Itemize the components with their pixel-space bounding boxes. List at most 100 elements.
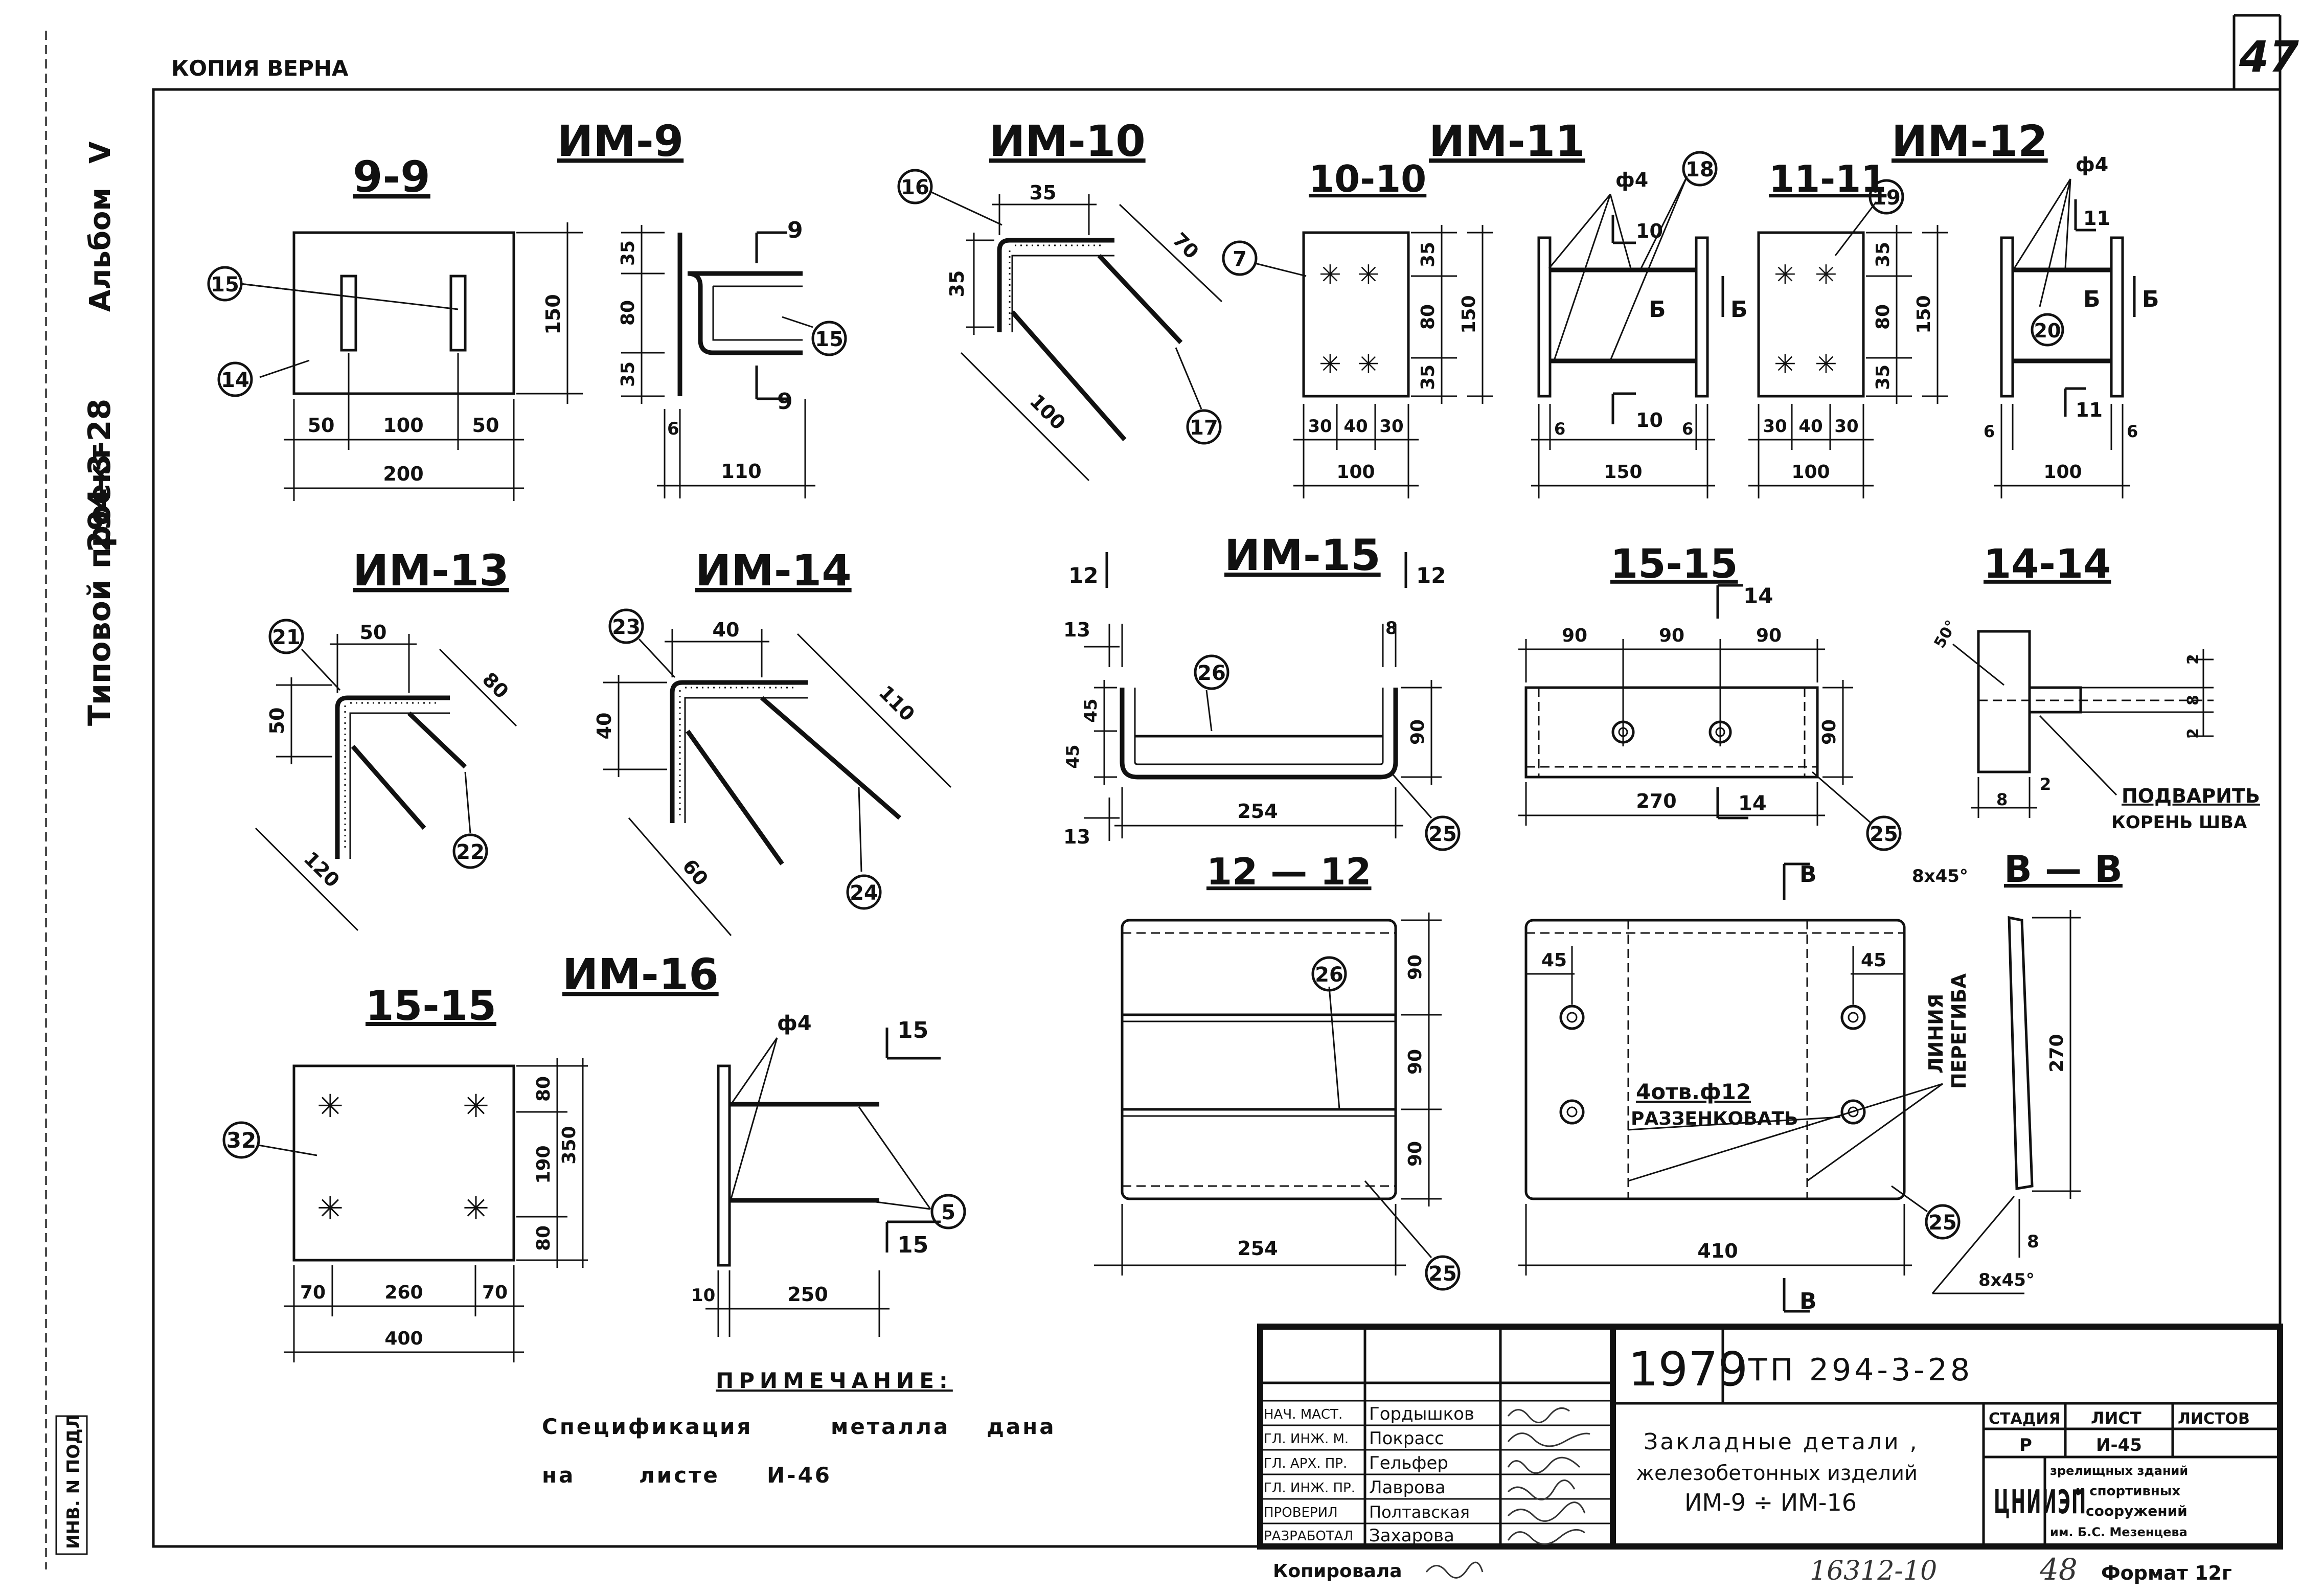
footer-copier-signature [1425, 1561, 1484, 1579]
im12-dim-100-h: 100 [2043, 462, 2082, 483]
sec1414-weld-note-2: КОРЕНЬ ШВА [2111, 812, 2247, 833]
im11-dim-10: 10 [1636, 220, 1663, 242]
im12-weld-mark-3: ✳ [1774, 349, 1796, 380]
footer-copied-label: Копировала [1273, 1561, 1402, 1582]
im11-dim-150-v: 150 [1459, 295, 1479, 333]
secbb-holes-note-2: РАЗЗЕНКОВАТЬ [1631, 1108, 1798, 1129]
im16-dim-70b: 70 [482, 1282, 508, 1303]
secbb-dim-45a: 45 [1541, 950, 1567, 971]
tb-role-3: ГЛ. АРХ. ПР. [1264, 1456, 1347, 1471]
drawing-im13: ИМ-13 21 22 50 50 80 120 [255, 545, 517, 931]
sec1515-cut-mark-bottom: 14 [1738, 792, 1767, 815]
note-line1-b: металла [831, 1414, 950, 1439]
im11-cut-mark-bottom: 10 [1636, 409, 1663, 431]
footer: Копировала 16312-10 48 Формат 12г [1273, 1552, 2232, 1587]
secbb-holes-note-1: 4отв.ф12 [1636, 1079, 1751, 1104]
sec1515-title: 15-15 [1610, 541, 1738, 587]
im13-balloon-21: 21 [272, 626, 301, 649]
drawing-section-15-15: 15-15 14 90 90 90 90 270 14 25 [1518, 541, 1902, 851]
im12-weld-mark-2: ✳ [1815, 260, 1837, 290]
tb-sheet-value: И-45 [2096, 1435, 2142, 1455]
im15-balloon-26: 26 [1197, 662, 1226, 685]
sec1515-dim-90a: 90 [1562, 625, 1587, 646]
im10-balloon-16: 16 [901, 176, 929, 199]
sec1515-dim-90-v: 90 [1819, 719, 1840, 745]
im12-cut-mark-top: 11 [2083, 207, 2110, 230]
drawing-section-b-b: В 45 45 4отв.ф12 РАЗЗЕНКОВАТЬ ЛИНИЯ ПЕРЕ… [1518, 848, 2123, 1314]
drawing-section-12-12: 12 — 12 26 25 90 90 90 254 [1094, 850, 1461, 1291]
im16-dim-190: 190 [533, 1145, 554, 1183]
sheet-frame [45, 14, 2282, 1569]
sec1515-balloon-25: 25 [1870, 823, 1898, 846]
tb-name-6: Захарова [1369, 1525, 1454, 1546]
note-line2-b: листе [639, 1463, 720, 1488]
tb-role-2: ГЛ. ИНЖ. М. [1264, 1431, 1349, 1447]
im16-weld-mark-3: ✳ [317, 1190, 344, 1227]
im16-balloon-32: 32 [226, 1128, 256, 1153]
sec1212-dim-90a: 90 [1405, 954, 1426, 980]
im11-weld-mark-3: ✳ [1319, 349, 1341, 380]
im11-view-mark-left: Б [1649, 297, 1666, 323]
im9-dim-200: 200 [383, 463, 423, 485]
im14-dim-40-top: 40 [713, 619, 740, 641]
sec1414-title: 14-14 [1984, 541, 2111, 587]
im10-balloon-17: 17 [1190, 416, 1218, 440]
im12-weld-mark-4: ✳ [1815, 349, 1837, 380]
secbb-title: В — В [2004, 848, 2123, 891]
im11-dim-35a: 35 [1418, 242, 1439, 267]
drawing-im12: ИМ-12 11-11 ✳ ✳ ✳ ✳ 19 35 80 35 150 30 4… [1748, 116, 2159, 498]
im16-dim-70a: 70 [300, 1282, 326, 1303]
drawing-section-14-14: 14-14 50° 2 8 2 8 2 ПОДВАРИТЬ КОРЕНЬ ШВА [1931, 541, 2260, 833]
im16-dim-260: 260 [384, 1282, 423, 1303]
im16-dim-350: 350 [559, 1126, 580, 1164]
im16-title: ИМ-16 [562, 949, 719, 999]
im12-dim-30a: 30 [1763, 416, 1787, 437]
im9-balloon-14: 14 [221, 369, 249, 392]
im9-dim-100: 100 [383, 414, 423, 437]
tb-stage-value: Р [2019, 1435, 2032, 1455]
im10-dim-35-top: 35 [1030, 181, 1057, 204]
im12-dim-6b: 6 [2127, 422, 2138, 441]
sec1212-balloon-25: 25 [1428, 1262, 1457, 1286]
note-line1-a: Спецификация [542, 1414, 753, 1439]
im9-title: ИМ-9 [557, 116, 683, 166]
sec1414-dim-8-bottom: 8 [1996, 790, 2008, 809]
im11-dim-6a: 6 [1554, 419, 1565, 439]
sec1414-dim-2b: 2 [2184, 728, 2202, 739]
im10-title: ИМ-10 [989, 116, 1146, 166]
im16-weld-mark-4: ✳ [463, 1190, 489, 1227]
im12-view-mark-left: Б [2083, 286, 2101, 312]
im15-dim-45a: 45 [1081, 698, 1101, 722]
im12-dim-40: 40 [1798, 416, 1822, 437]
sec1515-dim-90c: 90 [1756, 625, 1782, 646]
sec1414-dim-2-bottom: 2 [2040, 775, 2051, 794]
title-block: 1979 ТП 294-3-28 Закладные детали , желе… [1257, 1324, 2283, 1550]
im9-section-title: 9-9 [353, 152, 430, 202]
im9-balloon-15: 15 [211, 273, 239, 297]
im16-dim-10: 10 [691, 1285, 715, 1306]
im15-cut-mark-left: 12 [1068, 563, 1098, 588]
im13-balloon-22: 22 [456, 840, 485, 864]
im9-dim-35a: 35 [618, 240, 639, 266]
project-number: 294-3-28 [82, 399, 118, 552]
sec1212-title: 12 — 12 [1206, 850, 1372, 893]
secbb-dim-270: 270 [2046, 1034, 2067, 1072]
tb-sheet-header: ЛИСТ [2091, 1408, 2141, 1428]
im9-balloon-15-side: 15 [815, 328, 844, 351]
im13-dim-50-top: 50 [360, 621, 387, 644]
sec1414-dim-2a: 2 [2184, 654, 2202, 665]
sec1515-dim-90b: 90 [1659, 625, 1684, 646]
tb-year: 1979 [1628, 1342, 1748, 1397]
im14-balloon-23: 23 [612, 616, 641, 639]
im9-dim-80: 80 [618, 300, 639, 326]
sec1212-dim-90c: 90 [1405, 1141, 1426, 1167]
general-note: ПРИМЕЧАНИЕ: Спецификация металла дана на… [542, 1368, 1054, 1488]
tb-name-4: Лаврова [1369, 1477, 1446, 1498]
im15-dim-45b: 45 [1063, 744, 1083, 768]
im12-balloon-20: 20 [2034, 320, 2061, 342]
im11-dim-30a: 30 [1308, 416, 1332, 437]
drawing-im15: ИМ-15 12 12 26 25 13 8 45 45 90 13 [1063, 530, 1461, 851]
im16-weld-mark-1: ✳ [317, 1087, 344, 1125]
im15-dim-13-bottom: 13 [1063, 826, 1090, 848]
